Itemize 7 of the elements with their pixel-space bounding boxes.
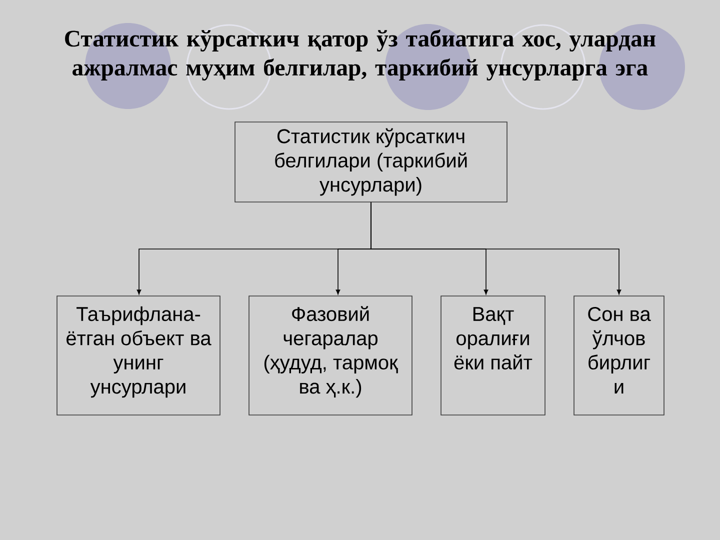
child-box: Вақт оралиғи ёки пайт [440, 296, 546, 416]
arrow [370, 202, 622, 294]
child-box: Фазовий чегаралар (ҳудуд, тармоқ ва ҳ.к.) [248, 296, 412, 416]
child-box: Сон ва ўлчов бирлиг и [574, 296, 664, 416]
child-box: Таърифлана- ётган объект ва унинг унсурлари [56, 296, 220, 416]
title-banner: Статистик кўрсаткич қатор ўз табиатига хос, улардан ажралмас муҳим белгилар, таркибий унсурларга эга [65, 23, 685, 110]
parent-box: Статистик кўрсаткич белгилари (таркибий унсурлари) [234, 122, 508, 202]
